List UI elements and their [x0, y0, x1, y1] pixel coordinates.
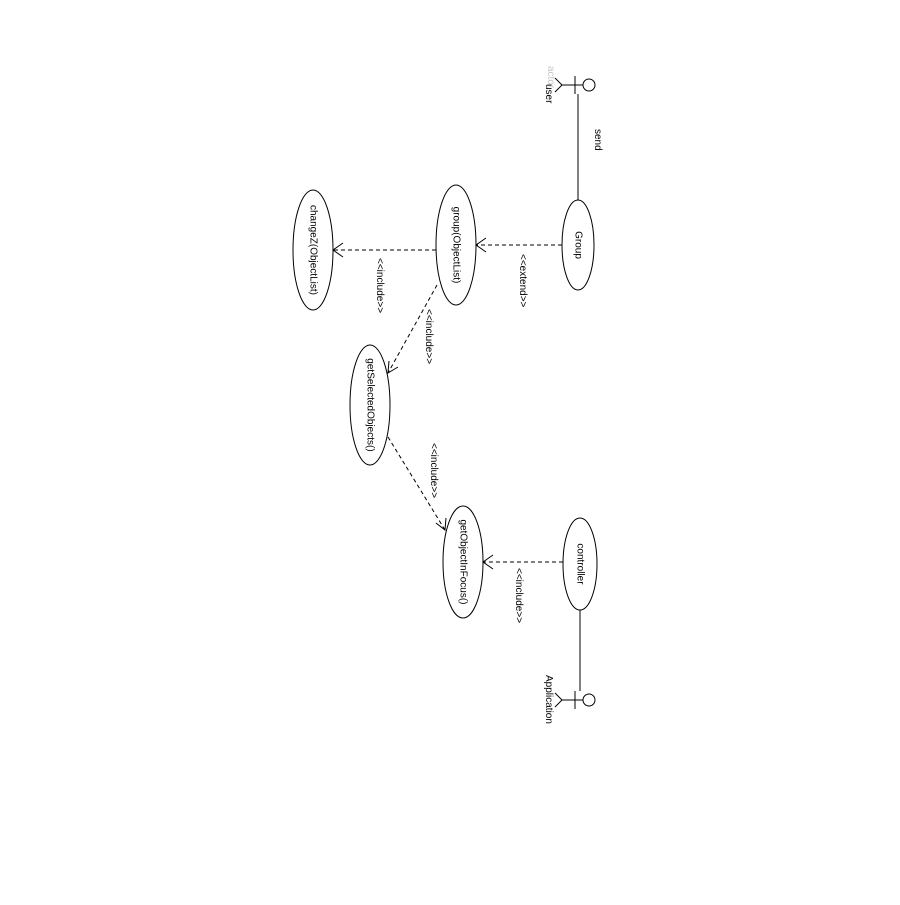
actor-application-leg-left — [554, 692, 563, 701]
actor-user-label: user — [543, 84, 554, 104]
usecase-get-object-in-focus[interactable]: getObjectInFocus() — [442, 505, 484, 619]
usecase-get-selected-objects[interactable]: getSelectedObjects() — [349, 344, 391, 466]
actor-application-head — [582, 693, 596, 707]
usecase-changez[interactable]: changeZ(ObjectList) — [292, 189, 334, 311]
relation-include-selected-line — [387, 284, 438, 374]
usecase-group-objectlist[interactable]: group(ObjectList) — [435, 184, 477, 306]
actor-application-leg-right — [554, 699, 563, 708]
actor-user-leg-left — [554, 77, 563, 86]
usecase-changez-label: changeZ(ObjectList) — [307, 205, 318, 295]
relation-include-selected-arrowhead — [387, 360, 399, 374]
relation-include-focus-controller-arrowhead — [482, 554, 494, 570]
actor-user-ghost-label: actor — [545, 66, 556, 89]
actor-user[interactable]: actor user — [543, 66, 596, 104]
relation-include-focus-selected-arrowhead — [435, 517, 447, 531]
usecase-group[interactable]: Group — [561, 199, 595, 291]
usecase-get-selected-objects-label: getSelectedObjects() — [364, 358, 375, 451]
relation-include-changez-label: <<include>> — [374, 258, 385, 313]
usecase-group-objectlist-label: group(ObjectList) — [450, 207, 461, 284]
usecase-get-object-in-focus-label: getObjectInFocus() — [457, 519, 468, 604]
usecase-changez-ellipse — [292, 189, 334, 311]
actor-application-label: Application — [543, 675, 554, 724]
usecase-get-selected-objects-ellipse — [349, 344, 391, 466]
actor-user-head — [582, 78, 596, 92]
relation-include-selected-label: <<include>> — [423, 309, 434, 364]
relation-extend-label: <<extend>> — [517, 254, 528, 308]
usecase-group-label: Group — [572, 231, 583, 259]
usecase-controller[interactable]: controller — [562, 517, 598, 611]
actor-user-leg-right — [554, 84, 563, 93]
relation-include-focus-selected-label: <<include>> — [428, 443, 439, 498]
association-send-label: send — [592, 129, 603, 151]
relation-include-focus-controller-label: <<include>> — [513, 568, 524, 623]
usecase-group-objectlist-ellipse — [435, 184, 477, 306]
actor-application[interactable]: Application — [543, 675, 596, 724]
usecase-controller-label: controller — [574, 543, 585, 585]
